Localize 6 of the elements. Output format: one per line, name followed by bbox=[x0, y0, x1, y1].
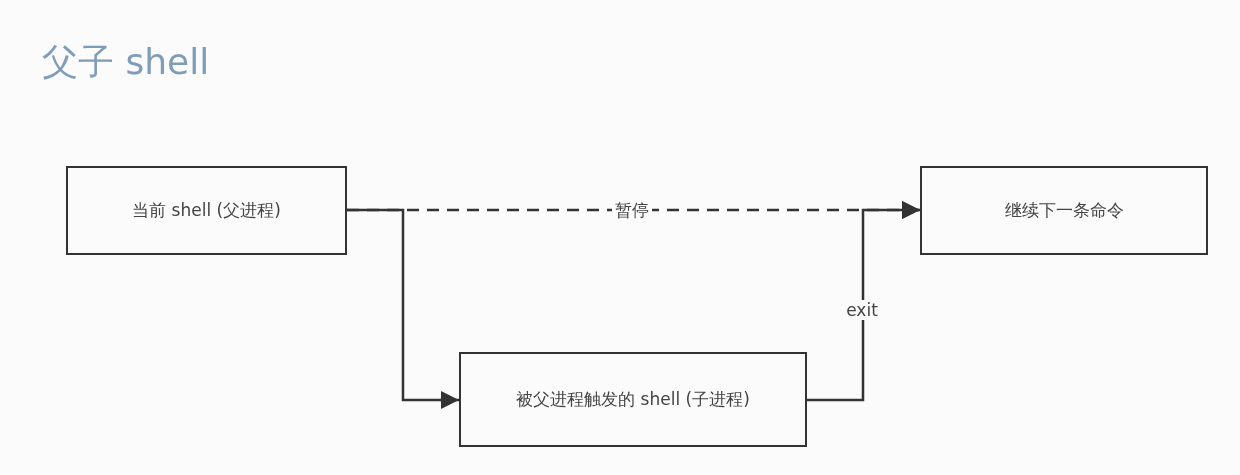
arrow bbox=[807, 201, 920, 402]
arrow bbox=[347, 208, 459, 409]
process-box: 被父进程触发的 shell (子进程) bbox=[459, 352, 807, 447]
title: 父子 shell bbox=[42, 40, 210, 84]
process-box: 当前 shell (父进程) bbox=[66, 166, 347, 255]
process-box: 继续下一条命令 bbox=[920, 166, 1208, 255]
